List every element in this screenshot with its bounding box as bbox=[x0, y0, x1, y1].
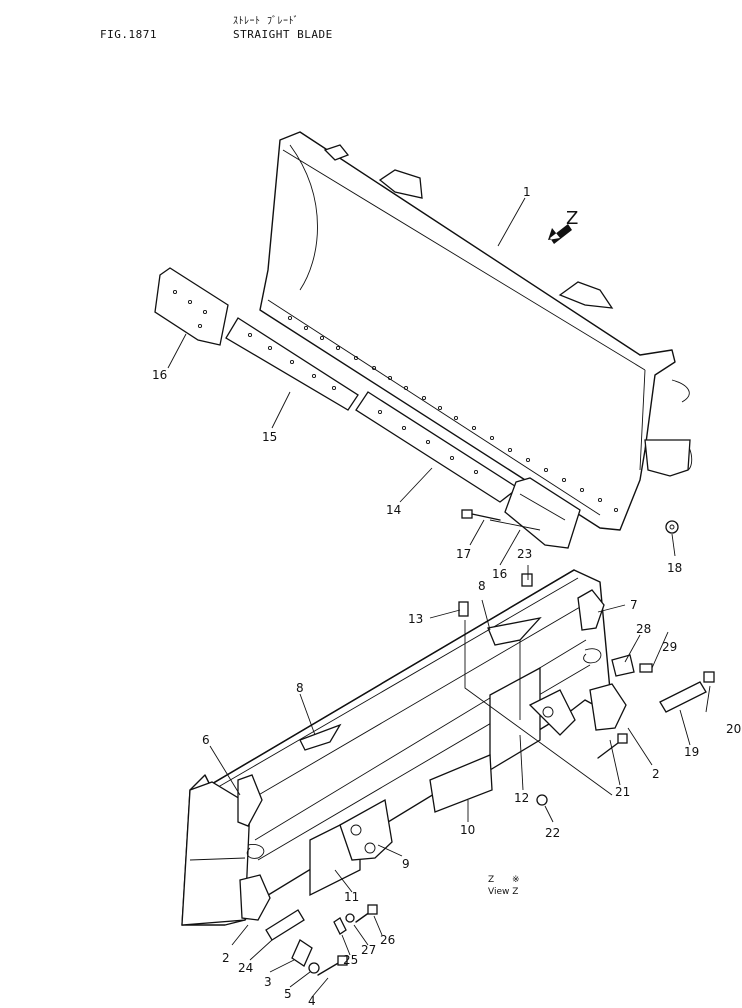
leader-lines bbox=[167, 197, 711, 998]
callout-13: 13 bbox=[408, 612, 423, 626]
bolt-26 bbox=[355, 904, 378, 923]
title-japanese: ｽﾄﾚｰﾄ ﾌﾞﾚｰﾄﾞ bbox=[233, 16, 300, 27]
view-caption: View Z bbox=[488, 887, 518, 897]
grease-fitting-23 bbox=[521, 573, 533, 587]
callout-25: 25 bbox=[343, 953, 358, 967]
bolt-17 bbox=[461, 509, 501, 521]
callout-22: 22 bbox=[545, 826, 560, 840]
plate-28 bbox=[611, 654, 635, 677]
cutting-edge-right bbox=[355, 391, 520, 503]
callout-24: 24 bbox=[238, 961, 253, 975]
cap-3 bbox=[291, 939, 313, 967]
view-mark: Z bbox=[488, 875, 494, 885]
nut-18 bbox=[665, 520, 679, 534]
spring-pin-25 bbox=[333, 917, 347, 935]
nut-22 bbox=[536, 794, 548, 806]
end-bit-right bbox=[504, 477, 581, 549]
bolt-21 bbox=[597, 733, 628, 759]
callout-7: 7 bbox=[630, 598, 638, 612]
callout-17: 17 bbox=[456, 547, 471, 561]
grease-fitting-13 bbox=[458, 601, 469, 617]
callout-26: 26 bbox=[380, 933, 395, 947]
end-bit-left bbox=[154, 267, 229, 346]
blade-assembly bbox=[259, 131, 693, 531]
callout-10: 10 bbox=[460, 823, 475, 837]
callout-5: 5 bbox=[284, 987, 292, 1001]
cutting-edge-left bbox=[225, 317, 359, 411]
callout-28: 28 bbox=[636, 622, 651, 636]
bolt-4 bbox=[317, 955, 348, 976]
callout-8: 8 bbox=[296, 681, 304, 695]
callout-19: 19 bbox=[684, 745, 699, 759]
figure-number: FIG.1871 bbox=[100, 28, 157, 41]
callout-18: 18 bbox=[667, 561, 682, 575]
callout-21: 21 bbox=[615, 785, 630, 799]
view-z-arrow: Z bbox=[548, 208, 578, 244]
callout-23: 23 bbox=[517, 547, 532, 561]
frame-assembly bbox=[181, 569, 627, 926]
callout-15: 15 bbox=[262, 430, 277, 444]
callout-29: 29 bbox=[662, 640, 677, 654]
callout-27: 27 bbox=[361, 943, 376, 957]
callout-11: 11 bbox=[344, 890, 359, 904]
grease-fitting-20 bbox=[703, 671, 715, 683]
pin-24 bbox=[265, 909, 305, 941]
callout-1: 1 bbox=[523, 185, 531, 199]
callout-numbers: 1 2 2 3 4 5 6 7 8 8 9 10 11 12 13 14 15 … bbox=[152, 185, 741, 1008]
view-arrow-label: Z bbox=[566, 208, 578, 229]
callout-3: 3 bbox=[264, 975, 272, 989]
pin-19 bbox=[659, 681, 707, 713]
callout-9: 9 bbox=[402, 857, 410, 871]
callout-4: 4 bbox=[308, 994, 316, 1008]
leader bbox=[489, 519, 541, 531]
callout-14: 14 bbox=[386, 503, 401, 517]
view-mark-sub: ※ bbox=[512, 875, 520, 885]
callout-2: 2 bbox=[222, 951, 230, 965]
callout-2: 2 bbox=[652, 767, 660, 781]
callout-12: 12 bbox=[514, 791, 529, 805]
callout-16: 16 bbox=[152, 368, 167, 382]
washer-27 bbox=[345, 913, 355, 923]
bolt-29 bbox=[639, 663, 653, 673]
callout-8: 8 bbox=[478, 579, 486, 593]
callout-20: 20 bbox=[726, 722, 741, 736]
callout-6: 6 bbox=[202, 733, 210, 747]
washer-5 bbox=[308, 962, 320, 974]
title: STRAIGHT BLADE bbox=[233, 28, 333, 41]
callout-16: 16 bbox=[492, 567, 507, 581]
